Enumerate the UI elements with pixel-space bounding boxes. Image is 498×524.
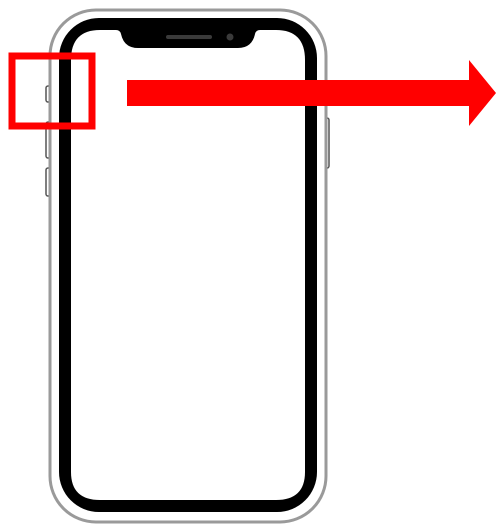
arrow-shaft [127,80,473,106]
arrow-head [469,60,496,126]
front-camera [227,34,234,41]
speaker-grille [166,35,212,39]
